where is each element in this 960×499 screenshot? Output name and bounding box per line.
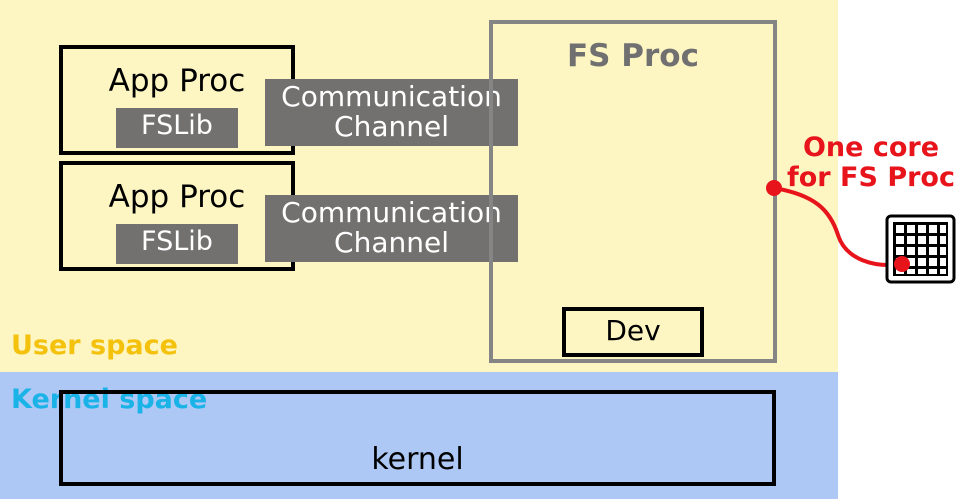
connector-curve (773, 186, 903, 267)
channel-line-2: Channel (334, 110, 449, 143)
communication-channel-2: Communication Channel (265, 195, 518, 262)
user-space-label: User space (11, 330, 178, 361)
connector-dot-end (894, 256, 910, 272)
app-proc-box-1: App Proc FSLib (59, 45, 295, 155)
fslib-label: FSLib (116, 108, 238, 148)
channel-line-1: Communication (281, 196, 502, 229)
kernel-box: kernel (59, 390, 776, 486)
app-proc-title: App Proc (108, 179, 246, 215)
channel-line-1: Communication (281, 80, 502, 113)
cpu-chip-icon (885, 214, 956, 284)
fs-proc-title: FS Proc (567, 38, 699, 74)
dev-box: Dev (562, 307, 704, 357)
fslib-label: FSLib (116, 224, 238, 264)
core-annotation-line-2: for FS Proc (787, 162, 955, 193)
connector-dot-start (766, 180, 782, 196)
communication-channel-1: Communication Channel (265, 79, 518, 146)
channel-line-2: Channel (334, 226, 449, 259)
core-annotation: One core for FS Proc (782, 133, 960, 193)
core-annotation-line-1: One core (802, 132, 940, 163)
kernel-space-label: Kernel space (11, 384, 208, 415)
kernel-label: kernel (371, 442, 464, 477)
app-proc-box-2: App Proc FSLib (59, 161, 295, 271)
app-proc-title: App Proc (108, 63, 246, 99)
